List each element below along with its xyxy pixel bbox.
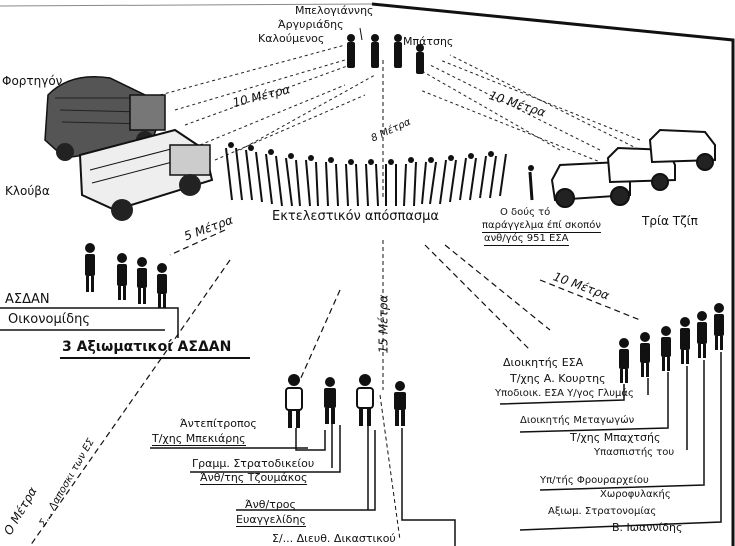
official-title-2: Γραμμ. Στρατοδικείου (192, 457, 315, 470)
condemned-figures (347, 34, 424, 74)
officer-title-6: Αξιωμ. Στρατονομίας (548, 506, 657, 517)
officer-title-2: Υποδιοικ. ΕΣΑ Υ/γος Γλυμάς (495, 388, 634, 399)
asdan-label: ΑΣΔΑΝ (5, 292, 50, 307)
command-line2: παράγγελμα έπί σκοπόν (482, 220, 601, 233)
name-kaloumenos: Καλούμενος (258, 32, 325, 45)
officer-name-6: Β. Ιωαννίδης (612, 521, 683, 534)
official-name-3: Ευαγγελίδης (236, 513, 306, 527)
cage-truck-figure (78, 128, 214, 221)
asdan-officer-figures (85, 243, 167, 308)
sight-lines (159, 44, 661, 171)
military-officers-figures (619, 303, 724, 383)
asdan-name: Οικονομίδης (8, 312, 90, 327)
official-title-3: Άνθ/τρος (245, 498, 296, 511)
name-argyriadis: Άργυριάδης (278, 18, 344, 31)
name-batsis: Μπάτσης (403, 35, 454, 48)
officer-name-1: Τ/χης Α. Κουρτης (510, 372, 606, 385)
truck-figure (44, 76, 166, 161)
truck-label: Φορτηγόν (2, 74, 63, 88)
official-title-4: Σ/... Διευθ. Δικαστικού (272, 532, 396, 545)
officer-title-5b: Χωροφυλακής (600, 489, 671, 500)
officer-title-3: Διοικητής Μεταγωγών (520, 415, 635, 426)
official-title-1: Άντεπίτροπος (180, 417, 257, 430)
officer-title-5: Υπ/τής Φρουραρχείου (540, 475, 649, 486)
firing-squad-label: Εκτελεστικόν απόσπασμα (272, 209, 439, 224)
command-line3: ανθ/γός 951 ΕΣΑ (484, 233, 569, 246)
firing-squad-figures (225, 147, 507, 207)
officer-name-3: Τ/χης Μπαχτσής (570, 431, 661, 444)
command-line1: Ο δούς τό (500, 207, 551, 218)
asdan-officers-label: 3 Αξιωματικοί ΑΣΔΑΝ (62, 339, 232, 355)
official-name-1: Τ/χης Μπεκιάρης (152, 432, 246, 446)
official-name-2: Άνθ/της Τζουμάκος (200, 471, 308, 485)
officials-figures (285, 374, 406, 428)
jeeps-label: Τρία Τζίπ (642, 214, 698, 228)
officer-title-4: Υπασπιστής του (594, 447, 675, 458)
frame-border (371, 2, 735, 546)
name-belogiannis: Μπελογιάννης (295, 4, 374, 17)
jeeps-figure (550, 128, 716, 208)
distance-15m: 15 Μέτρα (376, 294, 391, 354)
officer-title-1: Διοικητής ΕΣΑ (503, 356, 584, 369)
cage-label: Κλούβα (5, 184, 50, 198)
